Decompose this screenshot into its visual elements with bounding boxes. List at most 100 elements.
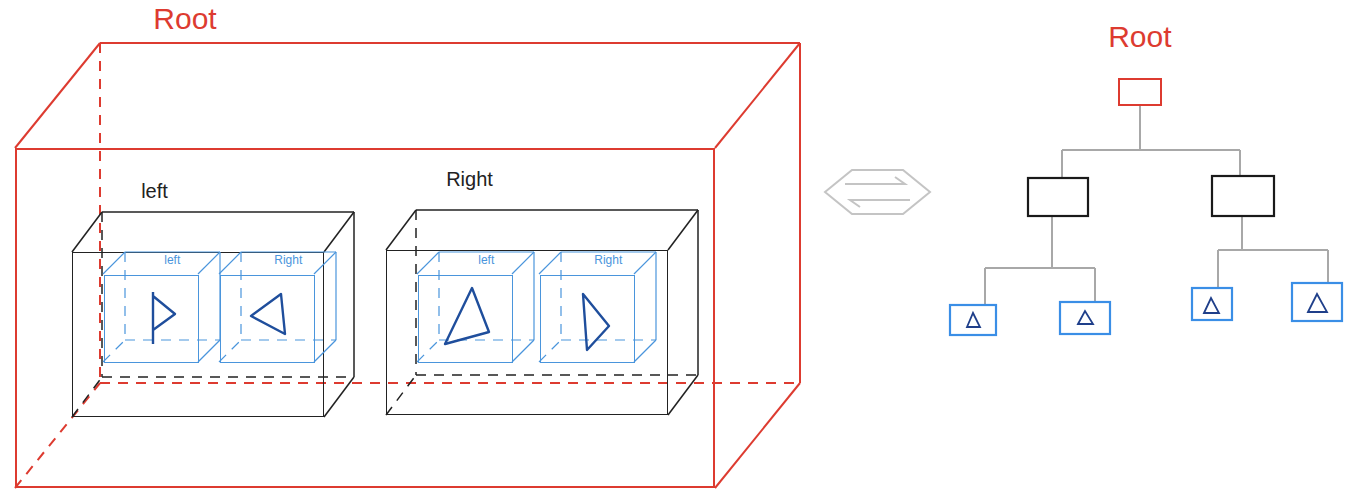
- tree-link: [1139, 106, 1141, 150]
- box-edge: [15, 43, 100, 148]
- box-edge: [386, 210, 416, 250]
- box-edge: [336, 252, 337, 340]
- triangle: [153, 292, 175, 344]
- tree-link: [1327, 250, 1329, 283]
- box-edge: [100, 42, 800, 44]
- volume-label: Right: [446, 168, 493, 191]
- hidden-box-edge: [386, 375, 416, 415]
- box-wireframe: [15, 148, 16, 149]
- tree-leaf-box: [1292, 283, 1342, 321]
- volume-label: left: [164, 254, 180, 268]
- hidden-box-edge: [241, 252, 242, 340]
- triangle: [251, 294, 285, 334]
- box-edge: [72, 212, 102, 252]
- leaf-volume: left: [418, 275, 513, 363]
- box-edge: [241, 252, 336, 253]
- tree-link: [1239, 150, 1241, 176]
- triangle: [445, 288, 489, 344]
- box-wireframe: [417, 274, 418, 275]
- box-edge: [534, 252, 535, 340]
- hidden-box-edge: [561, 252, 562, 340]
- tree-link: [984, 268, 986, 305]
- box-edge: [799, 43, 801, 383]
- hidden-box-edge: [561, 340, 656, 341]
- tree-link: [1218, 249, 1328, 251]
- box-edge: [561, 252, 656, 253]
- volume-label: left: [141, 180, 168, 203]
- hidden-box-edge: [416, 374, 698, 376]
- box-edge: [324, 377, 354, 417]
- tree-link: [1217, 250, 1219, 288]
- tree-links: [985, 106, 1328, 305]
- tree-inner-boxes: [1028, 176, 1274, 216]
- box-edge: [715, 43, 800, 148]
- hidden-box-edge: [101, 212, 103, 377]
- box-edge: [314, 340, 336, 362]
- box-edge: [715, 383, 800, 488]
- hidden-box-edge: [103, 340, 125, 362]
- tree-leaf-box: [1192, 288, 1232, 320]
- tree-inner-box: [1212, 176, 1274, 216]
- volume-label: left: [478, 254, 494, 268]
- box-edge: [102, 211, 354, 213]
- triangle: [1308, 294, 1327, 312]
- root-volume: RootleftleftRightRightleftRight: [15, 148, 715, 488]
- hidden-box-edge: [125, 340, 220, 341]
- box-edge: [324, 212, 354, 252]
- tree-link: [1051, 216, 1053, 268]
- child-volume: leftleftRight: [72, 252, 324, 417]
- tree-leaf-triangles: [967, 294, 1327, 327]
- box-wireframe: [219, 274, 220, 275]
- arrow-right: [845, 177, 905, 184]
- tree-inner-box: [1028, 178, 1088, 216]
- box-edge: [125, 252, 220, 253]
- box-edge: [697, 210, 699, 375]
- box-edge: [634, 340, 656, 362]
- tree-link: [1062, 149, 1240, 151]
- box-edge: [198, 340, 220, 362]
- hidden-box-edge: [72, 377, 102, 417]
- box-edge: [103, 252, 125, 274]
- hidden-box-edge: [439, 340, 534, 341]
- box-wireframe: [72, 252, 73, 253]
- leaf-volume: Right: [220, 275, 315, 363]
- volume-label: Root: [153, 2, 216, 37]
- arrow-outline: [825, 170, 930, 214]
- volume-label: Root: [1108, 20, 1171, 55]
- leaf-volume: left: [104, 275, 199, 363]
- leaf-volume: Right: [540, 275, 635, 363]
- hidden-box-edge: [417, 340, 439, 362]
- box-edge: [198, 252, 220, 274]
- box-wireframe: [386, 250, 387, 251]
- box-edge: [656, 252, 657, 340]
- volume-label: Right: [594, 254, 622, 268]
- equivalence-arrow: [825, 170, 930, 214]
- tree-link: [985, 267, 1095, 269]
- hidden-box-edge: [100, 382, 800, 384]
- box-edge: [439, 252, 534, 253]
- tree-leaf-box: [1060, 302, 1110, 334]
- tree-link: [1241, 216, 1243, 250]
- box-wireframe: [103, 274, 104, 275]
- box-edge: [539, 252, 561, 274]
- volume-label: Right: [274, 254, 302, 268]
- box-edge: [416, 209, 698, 211]
- hidden-box-edge: [125, 252, 126, 340]
- box-edge: [314, 252, 336, 274]
- hidden-box-edge: [439, 252, 440, 340]
- box-edge: [417, 252, 439, 274]
- tree-leaf-boxes: [950, 283, 1342, 335]
- tree-link: [1094, 268, 1096, 302]
- tree-leaf-box: [950, 305, 996, 335]
- hidden-box-edge: [102, 376, 354, 378]
- tree-root-box: Root: [1118, 78, 1162, 106]
- tree-link: [1061, 150, 1063, 178]
- box-wireframe: [539, 274, 540, 275]
- hidden-box-edge: [415, 210, 417, 375]
- box-edge: [219, 252, 241, 274]
- hidden-box-edge: [241, 340, 336, 341]
- hidden-box-edge: [219, 340, 241, 362]
